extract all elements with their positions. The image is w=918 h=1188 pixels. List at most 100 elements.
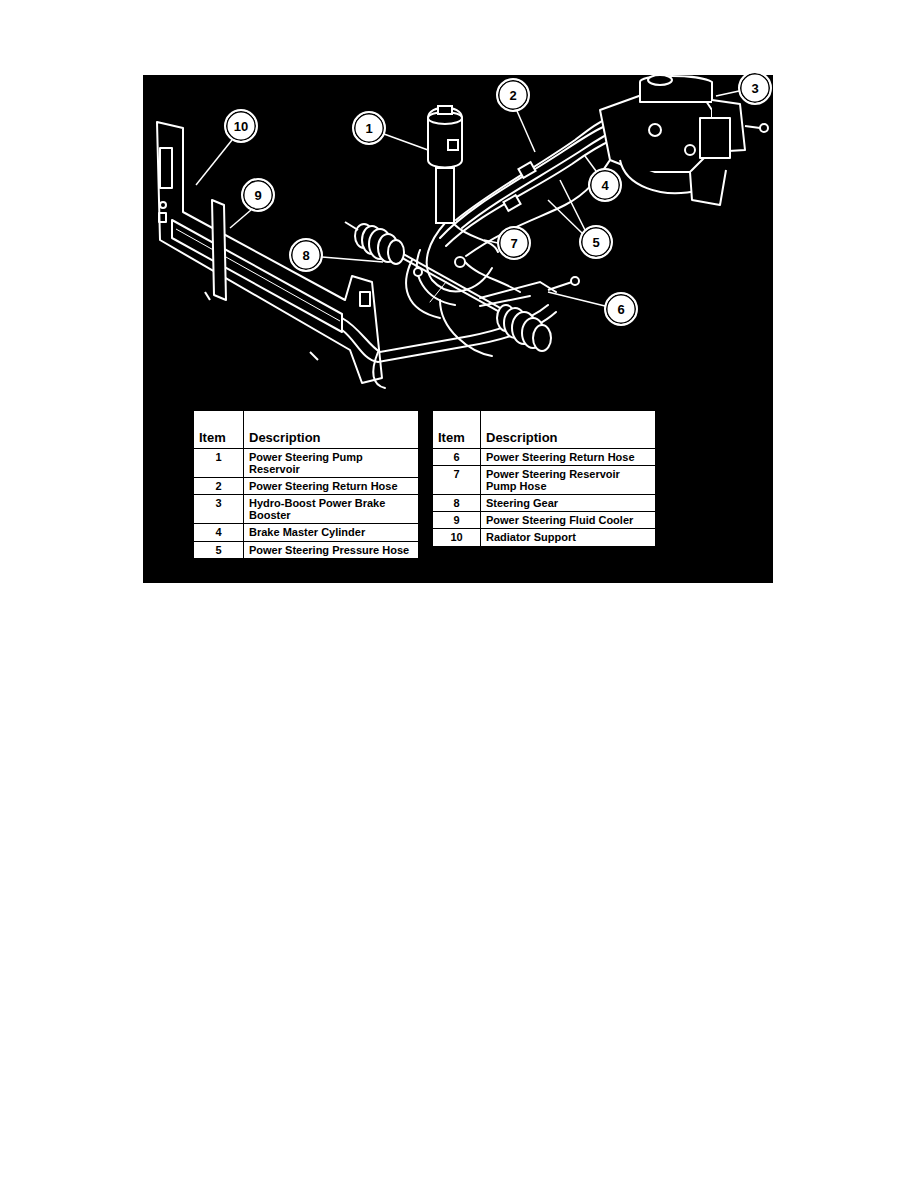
- table-header: Item: [438, 430, 465, 445]
- fluid-cooler: [172, 220, 342, 332]
- callout-number: 1: [365, 122, 372, 135]
- callout-number: 10: [234, 120, 248, 133]
- table-cell: 5: [194, 541, 244, 558]
- callout-circle: 1: [352, 111, 386, 145]
- pump-reservoir: [438, 106, 452, 114]
- radiator-support: [160, 202, 166, 208]
- callout-number: 2: [509, 89, 516, 102]
- pump-reservoir: [428, 108, 462, 168]
- leader-lines: [716, 91, 739, 96]
- pump-hoses: [417, 250, 455, 305]
- item-number: 1: [215, 451, 221, 463]
- leader-lines: [384, 134, 428, 150]
- brake-booster: [690, 170, 726, 205]
- radiator-support: [160, 148, 172, 188]
- legend-table: ItemDescription1Power Steering Pump Rese…: [193, 410, 419, 559]
- cooler-tubes: [342, 305, 556, 388]
- callout-number: 4: [601, 179, 608, 192]
- callout-circle: 10: [224, 109, 258, 143]
- legend-table: Item Description 6 Power Steering Return Ho…: [432, 410, 656, 547]
- part-description: Power Steering Fluid Cooler: [486, 514, 633, 526]
- pump-hoses: [465, 262, 520, 292]
- callout-circle: 6: [604, 292, 638, 326]
- table-cell: 1: [194, 449, 244, 478]
- leader-lines: [548, 292, 605, 306]
- callout-circle: 9: [241, 178, 275, 212]
- item-number: 4: [215, 526, 221, 538]
- cooler-tubes: [342, 312, 556, 362]
- table-cell: Brake Master Cylinder: [244, 524, 419, 541]
- callout-circle: 7: [497, 226, 531, 260]
- pump-hoses: [406, 223, 556, 356]
- table-cell: Power Steering Fluid Cooler: [481, 512, 656, 529]
- item-number: 2: [215, 480, 221, 492]
- brake-booster: [640, 76, 712, 102]
- callout-number: 3: [751, 82, 758, 95]
- callout-number: 5: [592, 236, 599, 249]
- fluid-cooler: [205, 292, 210, 300]
- brake-booster: [648, 75, 672, 85]
- part-description: Brake Master Cylinder: [249, 526, 365, 538]
- part-description: Power Steering Pump Reservoir: [249, 451, 363, 475]
- pump-hoses: [455, 257, 465, 267]
- table-cell: Description: [481, 411, 656, 449]
- booster-hoses: [440, 126, 605, 238]
- leader-lines: [230, 210, 251, 228]
- fluid-cooler: [212, 200, 226, 300]
- brake-booster: [620, 160, 700, 193]
- steering-gear: [571, 277, 579, 285]
- steering-gear: [533, 325, 551, 351]
- table-cell: 10: [433, 529, 481, 546]
- callout-circle: 8: [289, 238, 323, 272]
- leader-lines: [322, 257, 383, 262]
- table-header: Item: [199, 430, 226, 445]
- pump-reservoir: [428, 106, 462, 223]
- table-cell: Item: [194, 411, 244, 449]
- pump-reservoir: [436, 168, 454, 223]
- black-panel: [143, 75, 773, 583]
- table-cell: 2: [194, 478, 244, 495]
- leader-lines: [196, 91, 739, 306]
- table-cell: 3: [194, 495, 244, 524]
- pump-hoses: [480, 296, 530, 306]
- part-description: Power Steering Pressure Hose: [249, 544, 409, 556]
- part-description: Power Steering Return Hose: [486, 451, 635, 463]
- table-cell: Power Steering Return Hose: [244, 478, 419, 495]
- part-description: Hydro-Boost Power Brake Booster: [249, 497, 385, 521]
- pump-hoses: [480, 282, 556, 298]
- leader-lines: [560, 180, 585, 230]
- item-number: 9: [453, 514, 459, 526]
- item-number: 3: [215, 497, 221, 509]
- item-number: 7: [453, 468, 459, 480]
- item-number: 8: [453, 497, 459, 509]
- pump-hoses: [414, 268, 422, 276]
- leader-lines: [517, 111, 535, 152]
- part-description: Power Steering Reservoir Pump Hose: [486, 468, 620, 492]
- table-cell: 9: [433, 512, 481, 529]
- leader-lines: [585, 156, 596, 171]
- callout-circle: 5: [579, 225, 613, 259]
- fluid-cooler: [172, 200, 342, 360]
- cooler-tubes: [373, 352, 385, 388]
- steering-gear: [345, 222, 358, 230]
- callout-number: 7: [510, 237, 517, 250]
- brake-booster: [760, 124, 768, 132]
- table-cell: 6: [433, 449, 481, 466]
- leader-lines: [484, 240, 498, 243]
- brake-booster: [685, 145, 695, 155]
- part-description: Steering Gear: [486, 497, 558, 509]
- table-cell: 8: [433, 495, 481, 512]
- table-cell: Power Steering Pump Reservoir: [244, 449, 419, 478]
- item-number: 5: [215, 544, 221, 556]
- callout-number: 6: [617, 303, 624, 316]
- fluid-cooler: [310, 352, 318, 360]
- leader-lines: [196, 140, 232, 185]
- pump-reservoir: [448, 140, 458, 150]
- booster-hoses: [503, 195, 520, 211]
- table-cell: Power Steering Return Hose: [481, 449, 656, 466]
- item-number: 10: [450, 531, 462, 543]
- table-cell: Power Steering Pressure Hose: [244, 541, 419, 558]
- table-header: Description: [486, 430, 558, 445]
- table-cell: 4: [194, 524, 244, 541]
